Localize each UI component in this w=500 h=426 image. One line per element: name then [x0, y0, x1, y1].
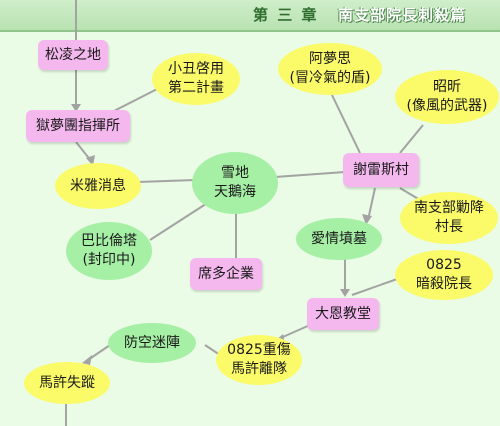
node-shizong[interactable]: 馬許失蹤: [24, 362, 110, 404]
node-ansha-line2: 暗殺院長: [416, 276, 472, 292]
node-miya-label: 米雅消息: [70, 177, 126, 194]
node-ansha-line1: 0825: [426, 257, 462, 273]
node-ansha[interactable]: 0825 暗殺院長: [395, 250, 493, 300]
node-chou[interactable]: 小丑啓用 第二計畫: [152, 53, 240, 105]
node-songling-label: 松凌之地: [45, 46, 101, 63]
chapter-number: 第 三 章: [253, 6, 319, 24]
node-yumeng-label: 獄夢團指揮所: [36, 117, 120, 134]
node-zhaoxin-line1: 昭昕: [433, 79, 461, 95]
link-xieleisi-aiqing: [367, 187, 376, 221]
node-xieleisi-label: 謝雷斯村: [353, 161, 409, 178]
node-xiduo[interactable]: 席多企業: [190, 258, 262, 290]
node-xuedi[interactable]: 雪地 天鵝海: [192, 152, 278, 214]
link-xuedi-xieleisi: [274, 171, 346, 178]
arrowhead-fangkong-shizong: [82, 355, 92, 365]
node-daen[interactable]: 大恩教堂: [307, 298, 379, 330]
node-nanzhibu-line1: 南支部勦降: [414, 200, 484, 216]
node-zhaoxin-line2: (像風的武器): [406, 98, 488, 114]
node-aiqing[interactable]: 愛情墳墓: [296, 218, 382, 260]
node-lidui[interactable]: 0825重傷 馬許離隊: [216, 335, 302, 385]
node-babilun-line1: 巴比倫塔: [81, 233, 137, 249]
link-miya-xuedi: [137, 179, 196, 183]
node-nanzhibu-line2: 村長: [435, 219, 463, 235]
node-chou-line1: 小丑啓用: [168, 61, 224, 77]
link-xuedi-babilun: [149, 199, 213, 241]
node-xieleisi[interactable]: 謝雷斯村: [343, 153, 419, 187]
node-amengsi-line1: 阿夢思: [309, 51, 351, 67]
link-ansha-daen: [351, 277, 401, 296]
link-zhaoxin-xieleisi: [399, 124, 424, 154]
link-amengsi-xieleisi: [331, 94, 361, 154]
node-xuedi-line2: 天鵝海: [214, 184, 256, 200]
node-shizong-label: 馬許失蹤: [39, 374, 95, 391]
node-xiduo-label: 席多企業: [198, 265, 254, 282]
node-fangkong-label: 防空迷陣: [124, 334, 180, 351]
node-aiqing-label: 愛情墳墓: [311, 230, 367, 247]
node-xuedi-line1: 雪地: [221, 165, 249, 181]
node-daen-label: 大恩教堂: [315, 305, 371, 322]
node-zhaoxin[interactable]: 昭昕 (像風的武器): [395, 70, 499, 124]
chapter-title: 南支部院長刺殺篇: [338, 6, 467, 24]
arrowhead-xieleisi-aiqing: [362, 214, 372, 225]
node-lidui-line1: 0825重傷: [227, 342, 291, 358]
node-amengsi[interactable]: 阿夢思 (冒冷氣的盾): [278, 43, 382, 95]
node-babilun-line2: (封印中): [82, 252, 136, 268]
node-lidui-line2: 馬許離隊: [231, 361, 287, 377]
node-nanzhibu[interactable]: 南支部勦降 村長: [400, 192, 498, 244]
node-fangkong[interactable]: 防空迷陣: [108, 323, 196, 363]
node-babilun[interactable]: 巴比倫塔 (封印中): [66, 222, 152, 280]
chapter-header: 第 三 章 南支部院長刺殺篇: [0, 0, 500, 32]
node-songling[interactable]: 松凌之地: [38, 40, 108, 70]
node-yumeng[interactable]: 獄夢團指揮所: [26, 110, 130, 142]
arrowhead-songling-yumeng: [71, 104, 81, 112]
node-chou-line2: 第二計畫: [168, 80, 224, 96]
node-miya[interactable]: 米雅消息: [55, 163, 141, 209]
arrowhead-aiqing-daen: [340, 289, 350, 297]
node-amengsi-line2: (冒冷氣的盾): [289, 70, 371, 86]
